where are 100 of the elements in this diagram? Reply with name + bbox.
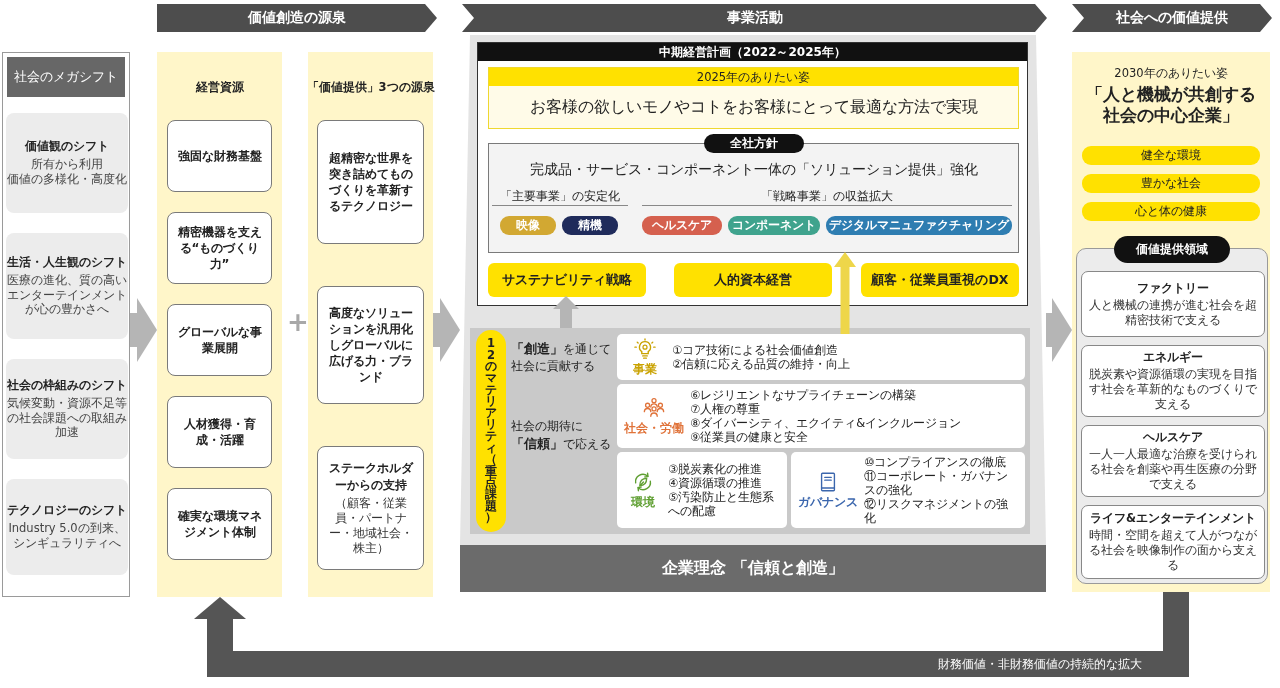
trend-card xyxy=(6,359,128,459)
materiality-item: ④資源循環の推進 xyxy=(668,476,764,490)
segment-pill: 映像 xyxy=(500,216,556,235)
policy-pill: 全社方針 xyxy=(703,134,804,153)
card-text: Industry 5.0の到来、シンギュラリティへ xyxy=(7,521,127,551)
segment-pill: ヘルスケア xyxy=(642,216,722,235)
area-card xyxy=(1081,345,1265,417)
card-text: 人と機械の連携が進む社会を超精密技術で支える xyxy=(1088,297,1258,328)
plan-title-bar: 中期経営計画（2022～2025年） xyxy=(478,43,1027,61)
strategy-box: 顧客・従業員重視のDX xyxy=(861,263,1019,297)
card-title: ステークホルダーからの支持 xyxy=(327,460,415,493)
materiality-item: ③脱炭素化の推進 xyxy=(668,462,764,476)
card-text: 医療の進化、質の高いエンターテインメントが心の豊かさへ xyxy=(7,272,127,318)
resource-card: 高度なソリューションを汎用化しグローバルに広げる力・ブランド xyxy=(317,286,424,404)
vision-heading: 2025年のありたい姿 xyxy=(489,68,1018,86)
strategy-box: サステナビリティ戦略 xyxy=(488,263,646,297)
goal-pill: 豊かな社会 xyxy=(1082,174,1260,193)
card-text: 所有から利用 xyxy=(31,157,103,172)
megashift-panel xyxy=(2,52,130,597)
card-text: 気候変動・資源不足等の社会課題への取組み加速 xyxy=(7,395,127,441)
column-heading: 「価値提供」3つの源泉 xyxy=(306,79,435,95)
materiality-item: ⑩コンプライアンスの徹底 xyxy=(864,455,1008,469)
panel-heading: 社会のメガシフト xyxy=(7,57,125,97)
materiality-item: ⑥レジリエントなサプライチェーンの構築 xyxy=(690,388,918,402)
arrow xyxy=(433,298,460,362)
resource-card: 確実な環境マネジメント体制 xyxy=(167,488,272,560)
category-name: 事業 xyxy=(633,361,657,377)
area-card xyxy=(1081,505,1265,579)
trend-card xyxy=(6,113,128,213)
resource-card: グローバルな事業展開 xyxy=(167,304,272,376)
arrow xyxy=(834,252,856,334)
card-text: 脱炭素や資源循環の実現を目指す社会を革新的なものづくりで支える xyxy=(1088,367,1258,412)
card-text: 価値の多様化・高度化 xyxy=(7,172,127,187)
arrow xyxy=(130,298,157,362)
card-title: ファクトリー xyxy=(1137,280,1209,296)
goal-pill: 心と体の健康 xyxy=(1082,202,1260,221)
activity-panel xyxy=(460,35,1046,592)
trend-card xyxy=(6,233,128,339)
resource-column xyxy=(157,52,282,597)
category-name: ガバナンス xyxy=(798,494,858,510)
materiality-item: ⑧ダイバーシティ、エクイティ&インクルージョン xyxy=(690,416,963,430)
arrow xyxy=(1046,298,1072,362)
materiality-item: ②信頼に応える品質の維持・向上 xyxy=(672,357,852,371)
row-heading: 「創造」を通じて社会に貢献する xyxy=(511,340,612,375)
group-heading: 「主要事業」の安定化 xyxy=(492,188,628,206)
segment-pill: コンポーネント xyxy=(728,216,820,235)
segment-pill: デジタルマニュファクチャリング xyxy=(826,216,1012,235)
materiality-item: ⑦人権の尊重 xyxy=(690,402,762,416)
area-card xyxy=(1081,271,1265,337)
resource-column xyxy=(308,52,433,597)
resource-card xyxy=(317,446,424,570)
card-text: 時間・空間を超えて人がつながる社会を映像制作の面から支える xyxy=(1088,528,1258,573)
card-title: ライフ&エンターテインメント xyxy=(1090,511,1256,527)
category-name: 環境 xyxy=(631,494,655,510)
policy-text: 完成品・サービス・コンポーネント一体の「ソリューション提供」強化 xyxy=(528,161,979,179)
area-card xyxy=(1081,425,1265,497)
column-heading: 経営資源 xyxy=(195,79,244,95)
header-band: 事業活動 xyxy=(462,4,1047,32)
vision-box xyxy=(488,67,1019,129)
vision-column xyxy=(1072,52,1270,592)
category-box xyxy=(617,384,1025,448)
card-title: 社会の枠組みのシフト xyxy=(7,377,127,393)
strategy-box: 人的資本経営 xyxy=(674,263,832,297)
resource-card: 人材獲得・育成・活躍 xyxy=(167,396,272,468)
card-title: 価値観のシフト xyxy=(25,139,109,155)
card-text: 一人一人最適な治療を受けられる社会を創薬や再生医療の分野で支える xyxy=(1088,447,1258,492)
category-box xyxy=(617,452,787,528)
arrow xyxy=(194,592,1189,677)
resource-card: 超精密な世界を突き詰めてものづくりを革新するテクノロジー xyxy=(317,120,424,244)
resource-card: 精密機器を支える“ものづくり力” xyxy=(167,212,272,284)
category-box xyxy=(617,334,1025,380)
group-heading: 「戦略事業」の収益拡大 xyxy=(642,188,1012,206)
materiality-item: ⑤汚染防止と生態系への配慮 xyxy=(668,490,776,518)
segment-pill: 精機 xyxy=(562,216,618,235)
materiality-tag: 12のマテリアリティ（重点課題） xyxy=(476,330,506,532)
header-band: 価値創造の源泉 xyxy=(157,4,437,32)
materiality-panel xyxy=(470,328,1030,534)
vision-text: お客様の欲しいモノやコトをお客様にとって最適な方法で実現 xyxy=(528,95,979,118)
category-box xyxy=(791,452,1025,528)
goal-pill: 健全な環境 xyxy=(1082,146,1260,165)
arrow xyxy=(553,296,579,328)
philosophy-banner: 企業理念 「信頼と創造」 xyxy=(460,545,1046,592)
materiality-item: ①コア技術による社会価値創造 xyxy=(672,343,840,357)
materiality-item: ⑨従業員の健康と安全 xyxy=(690,430,810,444)
category-name: 社会・労働 xyxy=(624,420,684,436)
plus-sign: + xyxy=(287,311,305,335)
plan-panel xyxy=(477,42,1028,306)
card-title: テクノロジーのシフト xyxy=(7,503,127,519)
header-band: 社会への価値提供 xyxy=(1072,4,1272,32)
row-heading: 社会の期待に「信頼」で応える xyxy=(511,418,612,453)
card-title: 生活・人生観のシフト xyxy=(7,254,127,270)
area-pill: 価値提供領域 xyxy=(1114,236,1230,263)
materiality-item: ⑪コーポレート・ガバナンスの強化 xyxy=(864,469,1009,497)
card-title: エネルギー xyxy=(1143,350,1203,366)
vision-year: 2030年のありたい姿 xyxy=(1113,66,1229,81)
card-text: （顧客・従業員・パートナー・地域社会・株主） xyxy=(327,495,414,556)
vision-statement: 「人と機械が共創する社会の中心企業」 xyxy=(1085,84,1257,126)
resource-card: 強固な財務基盤 xyxy=(167,120,272,192)
card-title: ヘルスケア xyxy=(1143,430,1203,446)
materiality-item: ⑫リスクマネジメントの強化 xyxy=(864,497,1009,525)
